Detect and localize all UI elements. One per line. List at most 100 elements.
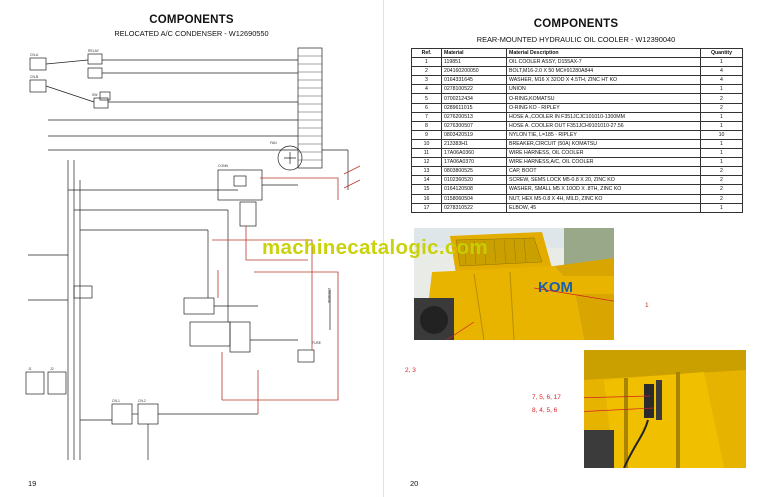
machine-photo-cooler: [584, 350, 746, 468]
cell-description: BOLT,M16-2.0 X 50 MC#91280A844: [506, 66, 701, 77]
right-page: COMPONENTS REAR-MOUNTED HYDRAULIC OIL CO…: [384, 0, 768, 497]
cell-description: NYLON TIE, L=185 - RIPLEY: [506, 129, 701, 140]
cell-description: OIL COOLER ASSY, D155AX-7: [506, 57, 701, 68]
cell-description: CAP, BOOT: [506, 166, 701, 177]
cell-description: HOSE A. COOLER OUT F351JCH9101010-27.56: [506, 120, 701, 131]
svg-text:CN-A: CN-A: [30, 53, 39, 57]
cell-description: WIRE HARNESS,A/C, OIL COOLER: [506, 157, 701, 168]
cell-material: 0803800525: [441, 166, 507, 177]
schematic-red-wiring: [212, 165, 361, 414]
page-number: 20: [410, 479, 419, 488]
cell-ref: 5: [411, 93, 442, 104]
cell-material: 17A06A0370: [441, 157, 507, 168]
cell-material: 0164331645: [441, 75, 507, 86]
cell-description: BREAKER,CIRCUIT (50A) KOMATSU: [506, 138, 701, 150]
page-heading: COMPONENTS: [533, 18, 619, 30]
schematic-black-wiring: [25, 47, 349, 460]
cell-quantity: 2: [700, 175, 743, 186]
svg-text:RELAY: RELAY: [88, 49, 100, 53]
cell-quantity: 2: [700, 166, 743, 177]
svg-text:J2: J2: [50, 367, 54, 371]
cell-ref: 11: [411, 148, 442, 159]
cell-material: 0102360520: [441, 175, 507, 186]
cell-quantity: 1: [700, 111, 743, 122]
cell-quantity: 1: [700, 148, 743, 159]
cell-description: WASHER, SMALL M5 X 10OD X .8TH, ZINC KO: [506, 184, 701, 195]
left-page: COMPONENTS RELOCATED A/C CONDENSER - W12…: [25, 0, 384, 497]
svg-text:SW: SW: [92, 93, 98, 97]
cell-quantity: 10: [700, 129, 743, 140]
cell-quantity: 2: [700, 93, 743, 104]
cell-material: 0164120508: [441, 184, 507, 195]
cell-description: WASHER, M16 X 32OD X 4.5TH, ZINC HT KO: [506, 75, 701, 86]
cell-material: 0276200513: [441, 111, 507, 122]
cell-material: 0276300507: [441, 120, 507, 131]
cell-description: SCREW, SEMS LOCK M5-0.8 X 20, ZINC KO: [506, 175, 701, 186]
callout-label: 8, 4, 5, 6: [532, 407, 558, 414]
cell-material: 0803420519: [441, 129, 507, 140]
cell-ref: 9: [411, 129, 442, 140]
schematic-labels: CN-A CN-B RELAY SW FAN CONN FUSE J1 J2 C…: [28, 49, 331, 403]
cell-quantity: 1: [700, 120, 743, 131]
cell-ref: 8: [411, 120, 442, 131]
cell-description: WIRE HARNESS, OIL COOLER: [506, 148, 701, 159]
svg-text:FUSE: FUSE: [312, 341, 322, 345]
callout-label: 7, 5, 6, 17: [532, 394, 561, 401]
cell-material: 204160200050: [441, 66, 507, 77]
cell-ref: 15: [411, 184, 442, 195]
parts-table: Ref. Material Material Description Quant…: [411, 47, 743, 213]
cell-quantity: 2: [700, 102, 743, 113]
header-material: Material: [441, 47, 507, 59]
cell-quantity: 4: [700, 66, 743, 77]
svg-text:CN-B: CN-B: [30, 75, 39, 79]
cell-quantity: 4: [700, 75, 743, 86]
page-subheading: RELOCATED A/C CONDENSER - W12690550: [114, 29, 269, 38]
cell-ref: 10: [411, 138, 442, 150]
cell-quantity: 1: [700, 57, 743, 68]
svg-text:FAN: FAN: [270, 141, 277, 145]
cell-quantity: 1: [700, 84, 743, 95]
cell-material: 17A06A0360: [441, 148, 507, 159]
table-header-row: Ref. Material Material Description Quant…: [411, 47, 743, 59]
cell-ref: 12: [411, 157, 442, 168]
cell-material: 119851: [441, 57, 507, 68]
svg-text:CN-2: CN-2: [138, 399, 146, 403]
cell-quantity: 1: [700, 202, 743, 213]
cell-quantity: 2: [700, 184, 743, 195]
cell-material: 0278100522: [441, 84, 507, 95]
page-number: 19: [28, 479, 37, 488]
svg-text:CN-1: CN-1: [112, 399, 120, 403]
watermark-text: machinecatalogic.com: [262, 236, 488, 259]
cell-description: NUT, HEX M5-0.8 X 4H, MILD, ZINC KO: [506, 193, 701, 204]
cell-material: 0289611015: [441, 102, 507, 113]
cell-ref: 7: [411, 111, 442, 122]
cell-description: ELBOW, 45: [506, 202, 701, 213]
header-description: Material Description: [506, 47, 701, 59]
cell-ref: 14: [411, 175, 442, 186]
cell-ref: 17: [411, 202, 442, 213]
page-subheading: REAR-MOUNTED HYDRAULIC OIL COOLER - W123…: [476, 35, 676, 44]
page-heading: COMPONENTS: [149, 14, 234, 26]
cell-description: O-RING,KOMATSU: [506, 93, 701, 104]
komatsu-logo-text: KOM: [538, 279, 573, 296]
cell-material: 0278310522: [441, 202, 507, 213]
cell-ref: 4: [411, 84, 442, 95]
svg-text:CONN: CONN: [218, 164, 229, 168]
cell-material: 213383H1: [441, 138, 507, 150]
cell-ref: 6: [411, 102, 442, 113]
cell-description: HOSE A.,COOLER IN F351JCJC101010-1300MM: [506, 111, 701, 122]
wiring-schematic: CN-A CN-B RELAY SW FAN CONN FUSE J1 J2 C…: [25, 47, 361, 460]
